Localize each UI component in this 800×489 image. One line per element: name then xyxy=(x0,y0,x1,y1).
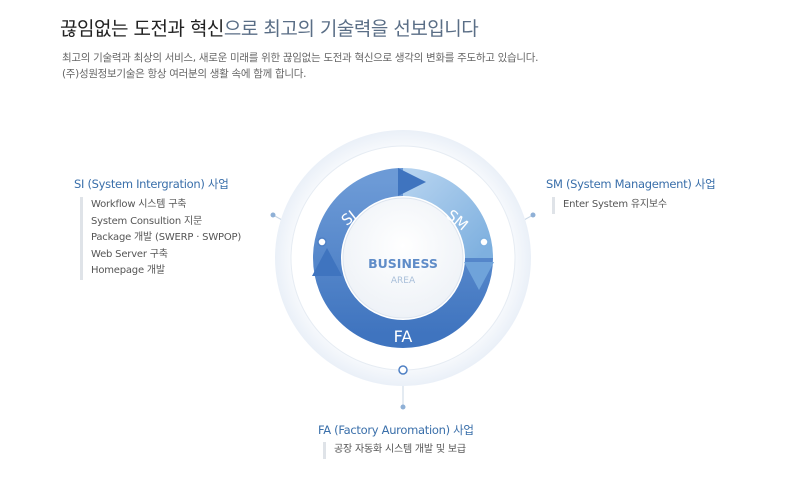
fa-block-title: FA (Factory Auromation) 사업 xyxy=(318,423,474,437)
fa-ring-label: FA xyxy=(394,327,413,346)
fa-block-list: 공장 자동화 시스템 개발 및 보급 xyxy=(323,442,466,459)
list-item: Package 개발 (SWERP · SWPOP) xyxy=(91,232,242,243)
top-arrow-icon xyxy=(398,168,426,196)
headline-rest: 으로 최고의 기술력을 선보입니다 xyxy=(223,18,479,40)
list-item: Workflow 시스템 구축 xyxy=(91,199,187,210)
headline-strong: 끊임없는 도전과 혁신 xyxy=(60,18,224,40)
fa-endpoint-dot xyxy=(400,404,406,410)
sm-block-title: SM (System Management) 사업 xyxy=(546,177,716,191)
list-item: Enter System 유지보수 xyxy=(563,199,667,210)
list-item: Homepage 개발 xyxy=(91,265,165,276)
list-item: 공장 자동화 시스템 개발 및 보급 xyxy=(334,444,466,455)
fa-junction-dot xyxy=(398,365,408,375)
si-endpoint-dot xyxy=(270,212,276,218)
si-junction-dot xyxy=(317,237,327,247)
center-circle xyxy=(342,197,464,319)
left-arrow-icon xyxy=(312,248,342,276)
intro-text: 최고의 기술력과 최상의 서비스, 새로운 미래를 위한 끊임없는 도전과 혁신… xyxy=(62,50,538,82)
center-subtitle: AREA xyxy=(391,276,416,286)
list-item: Web Server 구축 xyxy=(91,248,168,260)
sm-junction-dot xyxy=(479,237,489,247)
si-fa-ring-segment xyxy=(313,168,493,348)
sm-endpoint-dot xyxy=(530,212,536,218)
intro-line: 최고의 기술력과 최상의 서비스, 새로운 미래를 위한 끊임없는 도전과 혁신… xyxy=(62,52,539,64)
si-block-title: SI (System Intergration) 사업 xyxy=(74,177,229,191)
page-headline: 끊임없는 도전과 혁신으로 최고의 기술력을 선보입니다 xyxy=(60,14,479,41)
sm-block-list: Enter System 유지보수 xyxy=(552,197,667,214)
intro-line: (주)성원정보기술은 항상 여러분의 생활 속에 함께 합니다. xyxy=(62,68,307,80)
si-block-list: Workflow 시스템 구축 System Consultion 지문 Pac… xyxy=(80,197,241,280)
list-item: System Consultion 지문 xyxy=(91,215,202,227)
center-title: BUSINESS xyxy=(368,256,438,271)
right-arrow-icon xyxy=(464,262,494,290)
